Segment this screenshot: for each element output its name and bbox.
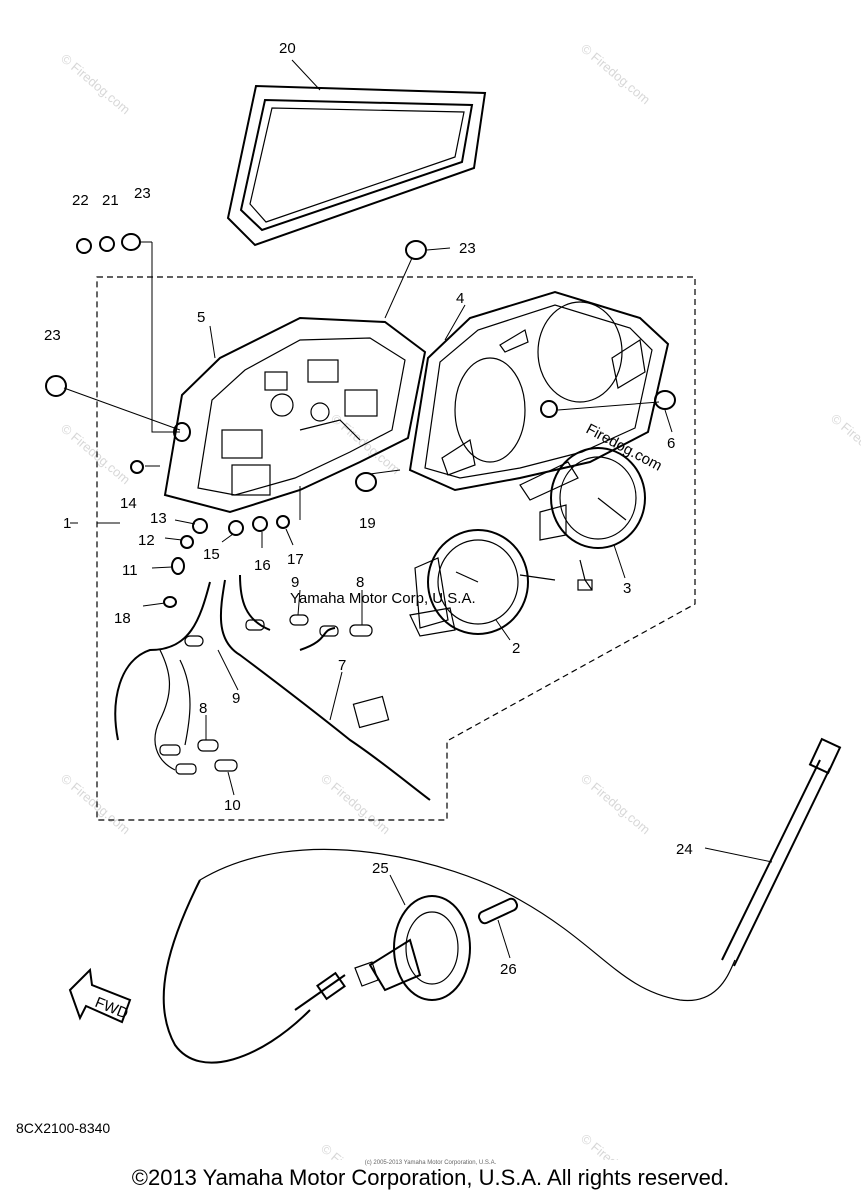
site-watermark: © Firedog.com bbox=[578, 41, 653, 107]
label-5: 5 bbox=[197, 309, 205, 326]
bulb-10 bbox=[214, 759, 238, 772]
label-4: 4 bbox=[456, 290, 464, 307]
speedometer-part-2 bbox=[409, 529, 556, 637]
label-11: 11 bbox=[122, 562, 138, 579]
label-3: 3 bbox=[623, 580, 631, 597]
label-19: 19 bbox=[359, 515, 376, 532]
part-16-washer bbox=[252, 516, 268, 532]
tachometer-part-3 bbox=[519, 447, 646, 591]
label-16: 16 bbox=[254, 557, 271, 574]
part-labels: 20 22 21 23 23 23 4 5 6 14 19 1 13 12 15… bbox=[44, 40, 693, 978]
site-watermark: © Firedog.com bbox=[318, 771, 393, 837]
meter-panel-part-4 bbox=[408, 290, 670, 492]
bushing-part-26 bbox=[477, 897, 519, 925]
small-copyright-notice: (c) 2005-2013 Yamaha Motor Corporation, … bbox=[364, 1160, 497, 1166]
part-6-cap bbox=[654, 390, 676, 410]
label-24: 24 bbox=[676, 841, 693, 858]
wire-harness-part-7 bbox=[114, 574, 431, 801]
site-watermark: © Firedog.com bbox=[58, 51, 133, 117]
speedometer-cable-part-24 bbox=[162, 737, 842, 1064]
label-25: 25 bbox=[372, 860, 389, 877]
part-15-collar bbox=[228, 520, 244, 536]
yamaha-watermark: Yamaha Motor Corp, U.S.A. bbox=[290, 590, 476, 607]
label-23-top-left: 23 bbox=[134, 185, 151, 202]
label-17: 17 bbox=[287, 551, 304, 568]
part-14-screw bbox=[130, 460, 144, 474]
part-19-grommet bbox=[355, 472, 377, 492]
part-23-grommet-b bbox=[45, 375, 67, 397]
part-11-screw bbox=[171, 557, 185, 575]
label-12: 12 bbox=[138, 532, 155, 549]
bulb-9-b bbox=[184, 635, 204, 647]
meter-housing-part-5 bbox=[163, 316, 427, 514]
label-1: 1 bbox=[63, 515, 71, 532]
label-9-lower: 9 bbox=[232, 690, 240, 707]
part-21-washer bbox=[99, 236, 115, 252]
label-6: 6 bbox=[667, 435, 675, 452]
bulb-8 bbox=[349, 624, 373, 637]
site-watermark: © Firedog.com bbox=[318, 1141, 393, 1160]
fasteners bbox=[45, 233, 676, 608]
leader-lines bbox=[63, 59, 773, 959]
site-watermark: © Firedog.com bbox=[58, 421, 133, 487]
part-6-grommet bbox=[540, 400, 558, 418]
label-8-upper: 8 bbox=[356, 574, 364, 591]
part-23-grommet-c bbox=[405, 240, 427, 260]
label-9-upper: 9 bbox=[291, 574, 299, 591]
label-2: 2 bbox=[512, 640, 520, 657]
gear-unit-part-25 bbox=[354, 895, 471, 1001]
label-13: 13 bbox=[150, 510, 167, 527]
bulb-8-b bbox=[197, 739, 219, 752]
cover-ring-part-20 bbox=[226, 84, 487, 247]
copyright-footer: ©2013 Yamaha Motor Corporation, U.S.A. A… bbox=[131, 1165, 730, 1190]
part-12-washer bbox=[180, 535, 194, 549]
part-18-screw bbox=[163, 596, 177, 608]
label-20: 20 bbox=[279, 40, 296, 57]
label-22: 22 bbox=[72, 192, 89, 209]
label-8-lower: 8 bbox=[199, 700, 207, 717]
part-13-collar bbox=[192, 518, 208, 534]
site-watermark: © Firedog.com bbox=[578, 1131, 653, 1160]
site-watermark: © Firedog.com bbox=[578, 771, 653, 837]
label-18: 18 bbox=[114, 610, 131, 627]
label-21: 21 bbox=[102, 192, 119, 209]
fwd-arrow: FWD bbox=[68, 967, 132, 1024]
label-23-top-right: 23 bbox=[459, 240, 476, 257]
label-7: 7 bbox=[338, 657, 346, 674]
diagram-reference-code: 8CX2100-8340 bbox=[16, 1120, 111, 1136]
site-watermark: © Firedog.com bbox=[58, 771, 133, 837]
label-15: 15 bbox=[203, 546, 220, 563]
bulb-9 bbox=[289, 614, 309, 626]
parts-diagram: © Firedog.com © Firedog.com © Firedog.co… bbox=[44, 40, 861, 1160]
part-23-grommet-a bbox=[121, 233, 141, 251]
label-23-left: 23 bbox=[44, 327, 61, 344]
part-22-nut bbox=[76, 238, 92, 254]
part-17-nut bbox=[276, 515, 290, 529]
site-watermark: © Firedog.com bbox=[828, 411, 861, 477]
label-14: 14 bbox=[120, 495, 137, 512]
label-26: 26 bbox=[500, 961, 517, 978]
label-10: 10 bbox=[224, 797, 241, 814]
